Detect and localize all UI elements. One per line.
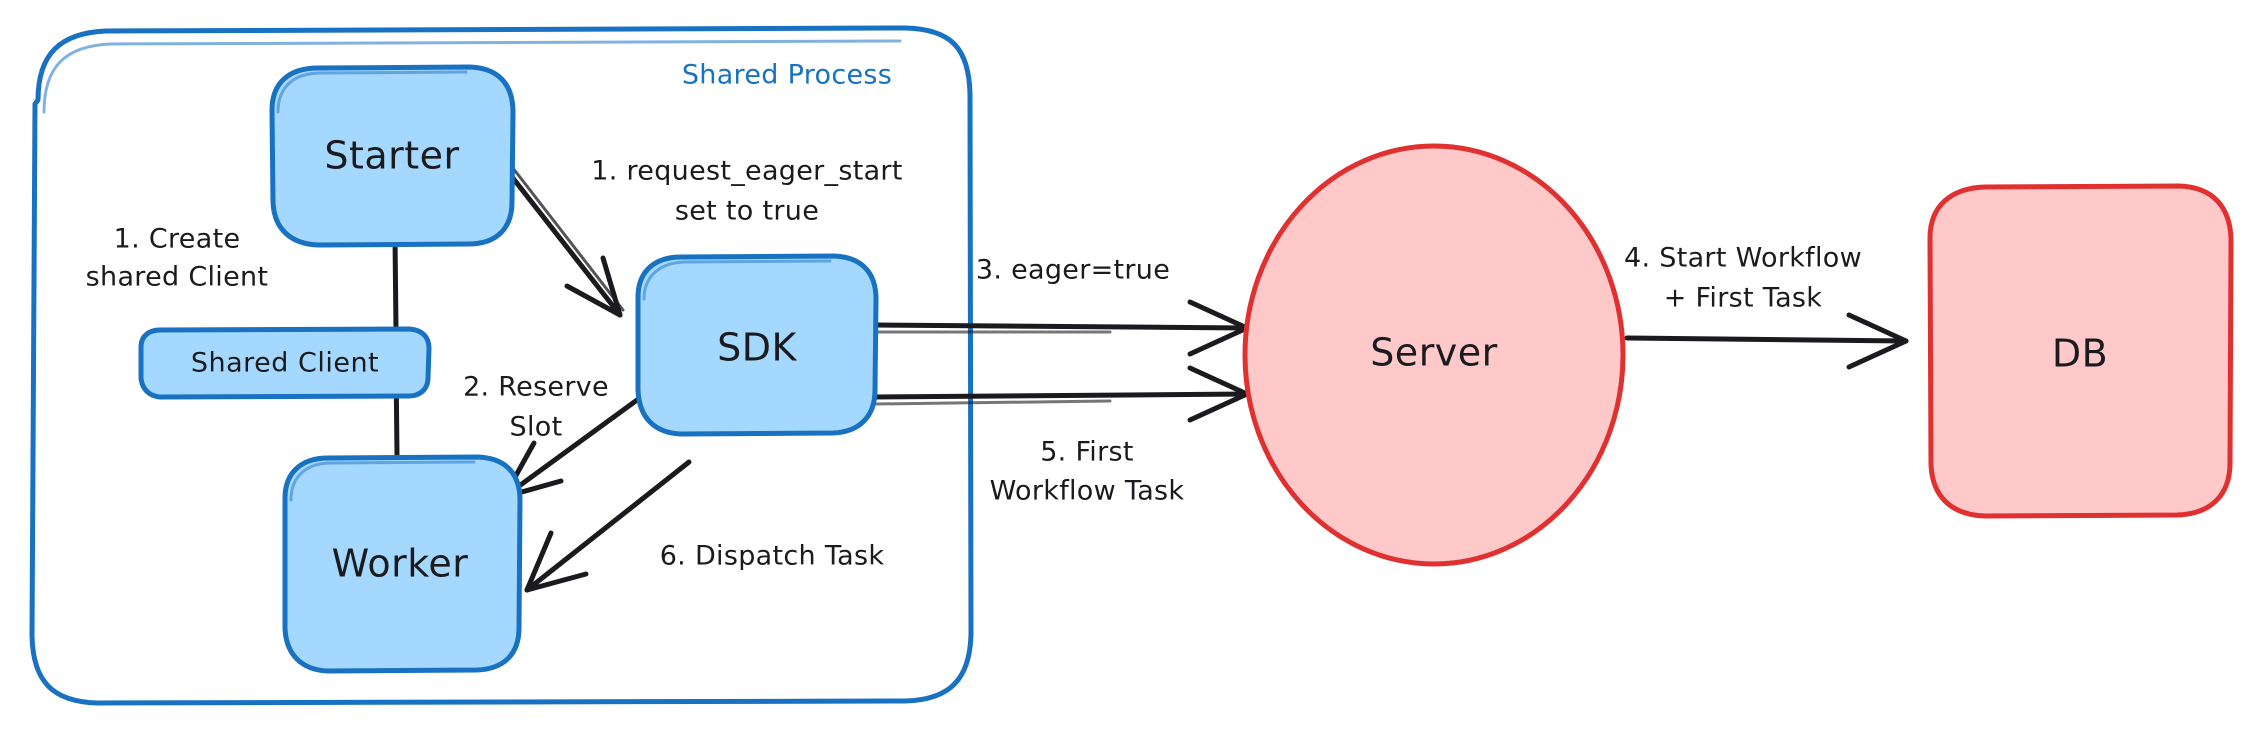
edge-label: 3. eager=true bbox=[976, 255, 1170, 286]
edge-label-line-2: Workflow Task bbox=[990, 476, 1185, 507]
arrowhead-upper bbox=[1846, 312, 1909, 344]
edge-request-eager-start: 1. request_eager_start set to true bbox=[502, 156, 902, 318]
edge-line-sketch bbox=[507, 161, 625, 312]
starter-fill bbox=[272, 67, 513, 245]
worker-label: Worker bbox=[332, 542, 469, 586]
sdk-label: SDK bbox=[717, 326, 797, 370]
server-label: Server bbox=[1370, 331, 1498, 375]
edge-first-workflow-task: 5. First Workflow Task bbox=[870, 365, 1250, 507]
edge-label-line-1: 5. First bbox=[1040, 437, 1134, 468]
edge-dispatch-task: 6. Dispatch Task bbox=[524, 459, 885, 593]
edge-label-line-2: Slot bbox=[510, 412, 563, 443]
starter-border-sketch bbox=[276, 70, 468, 114]
node-worker[interactable]: Worker bbox=[282, 454, 523, 674]
edge-create-shared-client: 1. Create shared Client bbox=[86, 224, 400, 459]
arrowhead-lower bbox=[1187, 325, 1250, 357]
edge-line bbox=[392, 234, 399, 333]
worker-fill bbox=[285, 457, 520, 671]
shared-process-label: Shared Process bbox=[682, 60, 892, 91]
edge-label-line-2: + First Task bbox=[1664, 283, 1823, 314]
db-border bbox=[1927, 183, 2234, 519]
edge-label: 6. Dispatch Task bbox=[660, 541, 885, 572]
node-db[interactable]: DB bbox=[1927, 183, 2234, 519]
arrowhead-upper bbox=[564, 283, 623, 318]
edge-label-line-2: shared Client bbox=[86, 262, 269, 293]
worker-border-sketch bbox=[289, 460, 476, 502]
edge-line bbox=[870, 391, 1250, 400]
starter-border bbox=[269, 64, 516, 248]
sdk-border-sketch bbox=[642, 259, 832, 301]
edge-start-workflow-first-task: 4. Start Workflow + First Task bbox=[1624, 243, 1909, 370]
shared-client-border bbox=[138, 326, 432, 400]
node-shared-client[interactable]: Shared Client bbox=[138, 326, 432, 400]
edge-line-sketch bbox=[873, 399, 1112, 406]
edge-label-line-1: 1. request_eager_start bbox=[591, 156, 902, 187]
arrowhead-lower bbox=[1187, 391, 1250, 423]
edge-line bbox=[1624, 335, 1909, 344]
shared-process-border-sketch bbox=[42, 39, 902, 114]
starter-label: Starter bbox=[324, 134, 459, 178]
edge-line bbox=[502, 165, 623, 318]
sdk-border bbox=[635, 253, 879, 437]
edge-line bbox=[501, 397, 640, 500]
server-fill bbox=[1245, 146, 1623, 564]
arrowhead-lower bbox=[1846, 338, 1909, 370]
worker-border bbox=[282, 454, 523, 674]
edge-line bbox=[870, 322, 1250, 331]
shared-process-container: Shared Process bbox=[29, 25, 974, 706]
edge-label-line-1: 2. Reserve bbox=[463, 372, 609, 403]
edge-label-line-1: 1. Create bbox=[114, 224, 241, 255]
edge-label-line-1: 4. Start Workflow bbox=[1624, 243, 1862, 274]
node-starter[interactable]: Starter bbox=[269, 64, 516, 248]
edge-reserve-slot: 2. Reserve Slot bbox=[463, 372, 640, 500]
shared-client-label: Shared Client bbox=[191, 348, 379, 379]
arrowhead-lower bbox=[524, 530, 554, 593]
db-label: DB bbox=[2052, 332, 2108, 376]
server-border-sketch bbox=[1384, 145, 1492, 158]
db-fill bbox=[1930, 186, 2231, 516]
node-sdk[interactable]: SDK bbox=[635, 253, 879, 437]
shared-client-fill bbox=[141, 329, 429, 397]
node-server[interactable]: Server bbox=[1242, 143, 1626, 567]
arrowhead-lower bbox=[600, 255, 623, 318]
edge-line bbox=[524, 459, 692, 593]
edge-label-line-2: set to true bbox=[675, 196, 819, 227]
shared-process-border bbox=[29, 25, 974, 706]
edge-eager-true: 3. eager=true bbox=[870, 255, 1250, 357]
sdk-fill bbox=[638, 256, 876, 434]
arrowhead-upper bbox=[524, 571, 589, 593]
arrowhead-upper bbox=[1187, 299, 1250, 331]
arrowhead-upper bbox=[1187, 365, 1250, 397]
